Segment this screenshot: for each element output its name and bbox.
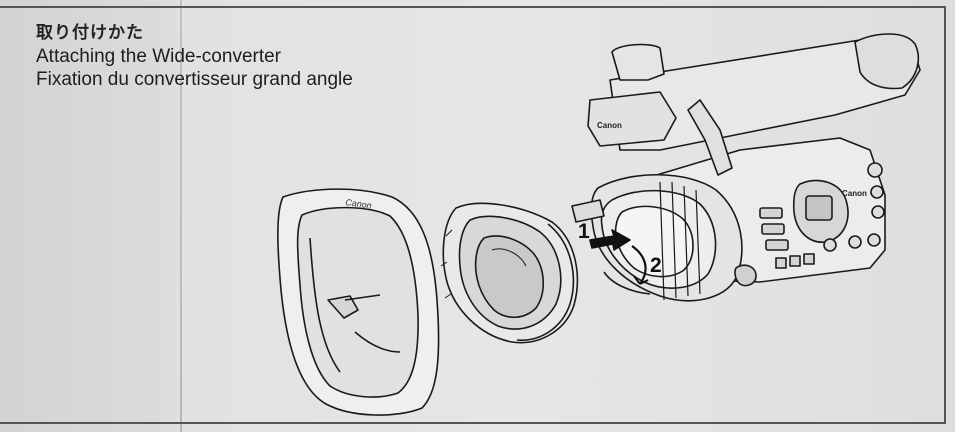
page-fold [180, 0, 182, 432]
step-2-label: 2 [650, 254, 662, 277]
section-heading: 取り付けかた Attaching the Wide-converter Fixa… [36, 18, 353, 91]
wide-converter-illustration [440, 202, 579, 344]
body-brand-text: Canon [842, 189, 867, 198]
heading-japanese: 取り付けかた [36, 23, 144, 42]
step-1-label: 1 [578, 220, 590, 243]
viewfinder-brand-text: Canon [597, 121, 622, 130]
attach-arrow-illustration [589, 229, 631, 251]
heading-english: Attaching the Wide-converter [36, 46, 282, 67]
section-frame [0, 6, 946, 424]
lens-hood-illustration: Canon [277, 188, 440, 416]
rotate-arrow-illustration [631, 245, 649, 285]
hood-brand-text: Canon [345, 197, 373, 211]
camcorder-illustration: Canon Canon [571, 33, 921, 302]
heading-french: Fixation du convertisseur grand angle [36, 69, 353, 90]
